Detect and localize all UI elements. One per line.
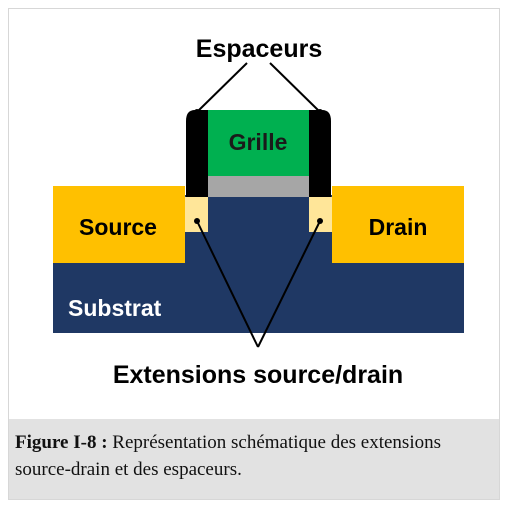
- extensions-label: Extensions source/drain: [113, 361, 403, 389]
- gate-oxide: [208, 176, 309, 197]
- caption-figure-number: Figure I-8 :: [15, 432, 108, 453]
- left-spacer: [186, 110, 208, 197]
- spacer-pointer-dot-right: [317, 109, 323, 115]
- drain-label: Drain: [369, 214, 428, 240]
- extension-pointer-left: [196, 220, 259, 348]
- gate-region: [208, 110, 309, 176]
- extension-pointer-right: [257, 220, 321, 348]
- gate-label: Grille: [229, 129, 288, 155]
- substrate-label: Substrat: [68, 295, 162, 321]
- source-label: Source: [79, 214, 157, 240]
- drain-extension: [309, 197, 332, 232]
- drain-region: [332, 186, 464, 263]
- extension-pointer-dot-left: [194, 218, 200, 224]
- source-region: [53, 186, 185, 263]
- source-extension: [185, 197, 208, 232]
- spacer-pointer-left: [196, 62, 248, 113]
- extension-pointer-dot-right: [317, 218, 323, 224]
- channel-region: [185, 195, 332, 265]
- caption-text: Représentation schématique des extension…: [15, 432, 441, 480]
- spacer-pointer-dot-left: [194, 109, 200, 115]
- figure-caption: Figure I-8 : Représentation schématique …: [9, 419, 499, 499]
- spacer-pointer-right: [269, 62, 321, 113]
- substrate-region: [53, 263, 464, 333]
- right-spacer: [309, 110, 331, 197]
- spacers-label: Espaceurs: [196, 35, 322, 63]
